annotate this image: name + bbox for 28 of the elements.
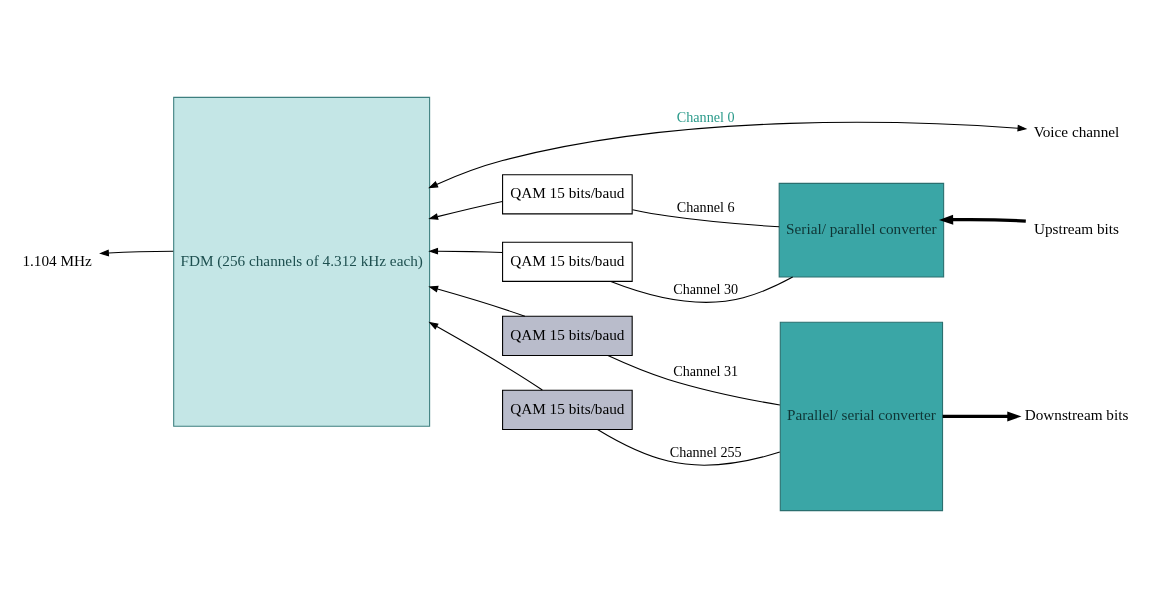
node-text: 1.104 MHz: [22, 251, 92, 269]
edge-label: Channel 6: [676, 198, 735, 215]
node-text: Voice channel: [1033, 122, 1120, 140]
arrow: [428, 200, 503, 220]
arrow: [428, 285, 526, 317]
edge-label: Channel 255: [669, 443, 742, 460]
node-box: Serial/ parallel converter: [778, 182, 945, 278]
node-box: QAM 15 bits/baud: [502, 315, 633, 356]
arrow: [99, 249, 174, 256]
edge-label: Channel 31: [673, 361, 739, 378]
node-box: FDM (256 channels of 4.312 kHz each): [173, 96, 431, 427]
arrow: [428, 121, 1028, 188]
connector: [632, 208, 780, 227]
node-box: Parallel/ serial converter: [779, 321, 944, 511]
node-box: QAM 15 bits/baud: [502, 173, 633, 214]
connector: [597, 428, 781, 466]
node-box: QAM 15 bits/baud: [502, 389, 633, 430]
arrow: [428, 321, 543, 391]
connector: [610, 276, 794, 303]
node-text: Upstream bits: [1033, 219, 1120, 237]
connector: [607, 354, 781, 406]
arrow: [942, 410, 1022, 421]
edge-label: Channel 0: [676, 108, 735, 125]
edge-label: Channel 30: [673, 280, 739, 297]
node-box: QAM 15 bits/baud: [502, 241, 633, 282]
arrow: [428, 247, 503, 255]
node-text: Downstream bits: [1024, 405, 1129, 423]
arrow: [938, 214, 1026, 225]
